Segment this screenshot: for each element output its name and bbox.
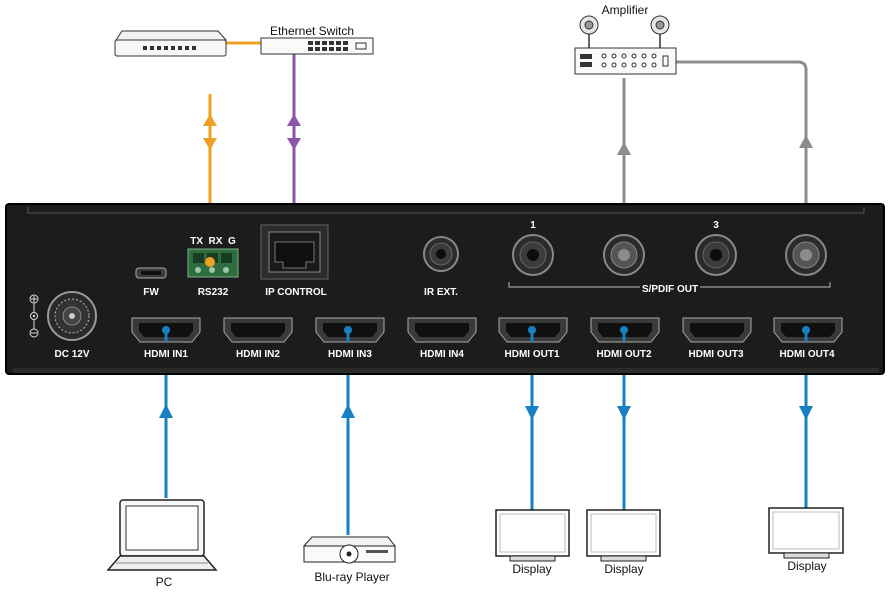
router-icon — [114, 30, 228, 57]
hdmi-plug-dots — [162, 326, 810, 342]
hdmi-out1-label: HDMI OUT1 — [505, 349, 560, 360]
hdmi-in4-port[interactable] — [407, 317, 477, 343]
bluray-label: Blu-ray Player — [314, 570, 389, 584]
arrow-spdif-2 — [617, 142, 631, 155]
hdmi-in1-label: HDMI IN1 — [144, 349, 188, 360]
arrow-out1-display — [525, 406, 539, 420]
spdif-jack-2[interactable] — [603, 234, 645, 276]
spdif-jack-1[interactable] — [512, 234, 554, 276]
amplifier-icon — [574, 47, 677, 75]
hdmi-out2-label: HDMI OUT2 — [597, 349, 652, 360]
hdmi-in3-label: HDMI IN3 — [328, 349, 372, 360]
fw-usb-port[interactable] — [135, 267, 167, 279]
hdmi-in4-label: HDMI IN4 — [420, 349, 464, 360]
rs232-terminal-block[interactable] — [187, 248, 239, 278]
ethernet-switch-icon — [260, 37, 374, 55]
arrow-out4-display — [799, 406, 813, 420]
display-2-icon — [586, 509, 661, 562]
ethernet-switch-label: Ethernet Switch — [270, 24, 354, 38]
laptop-icon — [106, 499, 218, 571]
fw-label: FW — [143, 287, 159, 298]
arrow-out2-display — [617, 406, 631, 420]
arrow-ip-down — [287, 138, 301, 150]
ir-ext-label: IR EXT. — [424, 287, 458, 298]
hdmi-in2-label: HDMI IN2 — [236, 349, 280, 360]
dc-label: DC 12V — [54, 349, 89, 360]
power-polarity-icon — [29, 294, 39, 338]
ip-control-label: IP CONTROL — [265, 287, 326, 298]
display-2-label: Display — [604, 562, 643, 576]
ip-control-port[interactable] — [260, 224, 329, 280]
display-4-icon — [768, 507, 844, 559]
dc-power-jack[interactable] — [47, 291, 97, 341]
spdif-3-label: 3 — [713, 220, 719, 231]
rs232-label: RS232 — [198, 287, 229, 298]
hdmi-out3-label: HDMI OUT3 — [689, 349, 744, 360]
arrow-spdif-4 — [799, 135, 813, 148]
cable-spdif-4 — [668, 60, 808, 255]
pc-label: PC — [156, 575, 173, 589]
ir-ext-jack[interactable] — [423, 236, 459, 272]
amplifier-label: Amplifier — [602, 3, 649, 17]
display-1-icon — [495, 509, 570, 562]
rs232-plug-dot — [205, 257, 215, 267]
speaker-right-icon — [650, 15, 670, 48]
arrow-pc-in1 — [159, 404, 173, 418]
rs232-pins-label: TX RX G — [190, 236, 236, 247]
bluray-player-icon — [302, 536, 397, 564]
arrow-rs232-down — [203, 138, 217, 150]
arrow-rs232-up — [203, 114, 217, 126]
hdmi-in2-port[interactable] — [223, 317, 293, 343]
spdif-jack-4[interactable] — [785, 234, 827, 276]
display-1-label: Display — [512, 562, 551, 576]
display-4-label: Display — [787, 559, 826, 573]
arrow-bluray-in3 — [341, 404, 355, 418]
hdmi-out3-port[interactable] — [682, 317, 752, 343]
spdif-out-label: S/PDIF OUT — [642, 284, 698, 295]
arrow-ip-up — [287, 114, 301, 126]
hdmi-out4-label: HDMI OUT4 — [780, 349, 835, 360]
spdif-jack-3[interactable] — [695, 234, 737, 276]
hdmi-in-ports — [131, 317, 477, 343]
spdif-1-label: 1 — [530, 220, 536, 231]
speaker-left-icon — [579, 15, 599, 48]
